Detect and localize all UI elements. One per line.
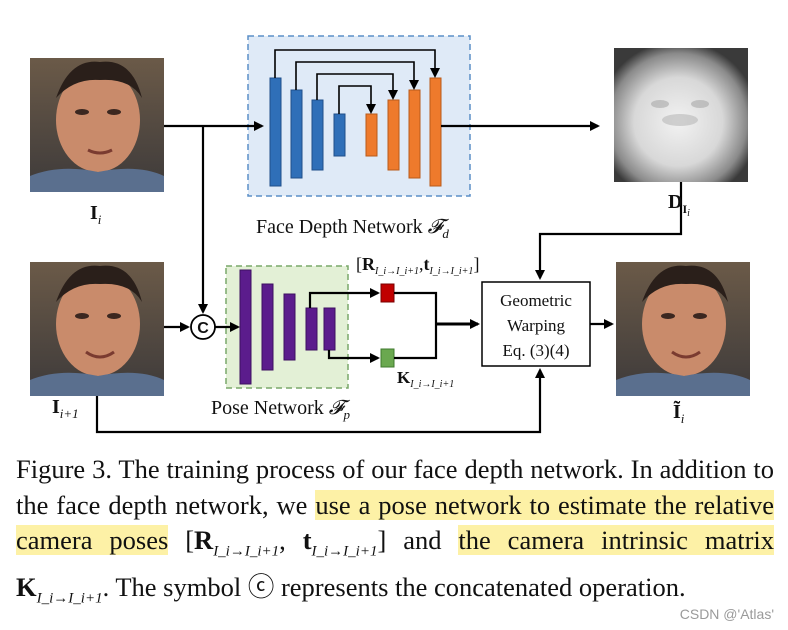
decoder-layer-1	[365, 113, 378, 157]
caption-text-3: ,	[279, 525, 303, 555]
face-image-i-plus-1	[30, 262, 164, 396]
encoder-layer-2	[290, 89, 303, 179]
caption-text-6: . The symbol ⓒ represents the concatenat…	[102, 571, 686, 602]
arrow-posenet-to-k	[327, 350, 380, 363]
encoder-layer-1	[269, 77, 282, 187]
depth-map-image	[614, 48, 748, 182]
caption-symbol-r-sub: I_i→I_i+1	[213, 543, 280, 560]
label-output: Ĩi	[673, 400, 685, 426]
skip-connection-1	[274, 49, 440, 78]
pose-layer-1	[239, 269, 252, 385]
skip-connection-2	[295, 61, 419, 90]
flow-arrows	[95, 121, 683, 434]
skip-connection-4	[338, 85, 376, 114]
face-depth-network-label: Face Depth Network 𝓕d	[256, 216, 450, 241]
encoder-layer-3	[311, 99, 324, 171]
warping-line-2: Warping	[507, 316, 566, 335]
warping-line-1: Geometric	[500, 291, 572, 310]
pose-network-label: Pose Network 𝓕p	[211, 397, 351, 422]
face-image-i	[30, 58, 164, 192]
caption-symbol-t-sub: I_i→I_i+1	[311, 543, 378, 560]
warping-line-3: Eq. (3)(4)	[502, 341, 569, 360]
face-depth-network-layers	[269, 49, 442, 187]
arrow-posenet-to-rt	[308, 288, 380, 308]
decoder-layer-2	[387, 99, 400, 171]
intrinsic-label: KI_i→I_i+1	[397, 368, 454, 390]
skip-connection-3	[316, 73, 398, 100]
caption-symbol-k-sub: I_i→I_i+1	[36, 590, 103, 607]
encoder-layer-4	[333, 113, 346, 157]
line-merge-outputs	[394, 291, 438, 360]
label-input-i: Ii	[90, 202, 102, 227]
arrow-next-to-warping	[95, 368, 545, 434]
caption-highlight-2: the camera intrinsic matrix	[458, 525, 775, 555]
caption-text-1: Figure 3. The training process of our fa…	[16, 454, 774, 520]
pose-layer-5	[323, 307, 336, 351]
intrinsic-output-block	[380, 348, 395, 368]
pose-rt-output-block	[380, 283, 395, 303]
geometric-warping-box	[481, 281, 591, 367]
pose-layer-2	[261, 283, 274, 371]
watermark: CSDN @'Atlas'	[679, 606, 774, 622]
label-depth-map: DIi	[668, 191, 690, 219]
caption-symbol-t: t	[302, 525, 312, 555]
pose-layer-4	[305, 307, 318, 351]
figure-caption: Figure 3. The training process of our fa…	[16, 452, 775, 617]
caption-symbol-k: K	[16, 571, 37, 602]
caption-symbol-r: R	[194, 525, 214, 555]
caption-text-2: [	[168, 525, 195, 555]
concat-symbol-label: C	[197, 320, 209, 337]
decoder-layer-3	[408, 89, 421, 179]
pose-layer-3	[283, 293, 296, 361]
caption-text-4: ] and	[377, 525, 459, 555]
training-diagram: Ii Ii+1 DIi Ĩi Face Depth Network 𝓕d Pos…	[30, 35, 750, 434]
decoder-layer-4	[429, 77, 442, 187]
arrow-depthmap-to-warping	[535, 182, 683, 280]
label-input-i-plus-1: Ii+1	[52, 396, 79, 421]
pose-rt-label: [RI_i→I_i+1,tI_i→I_i+1]	[356, 254, 479, 277]
pose-network-layers	[239, 269, 336, 385]
face-image-output	[616, 262, 750, 396]
